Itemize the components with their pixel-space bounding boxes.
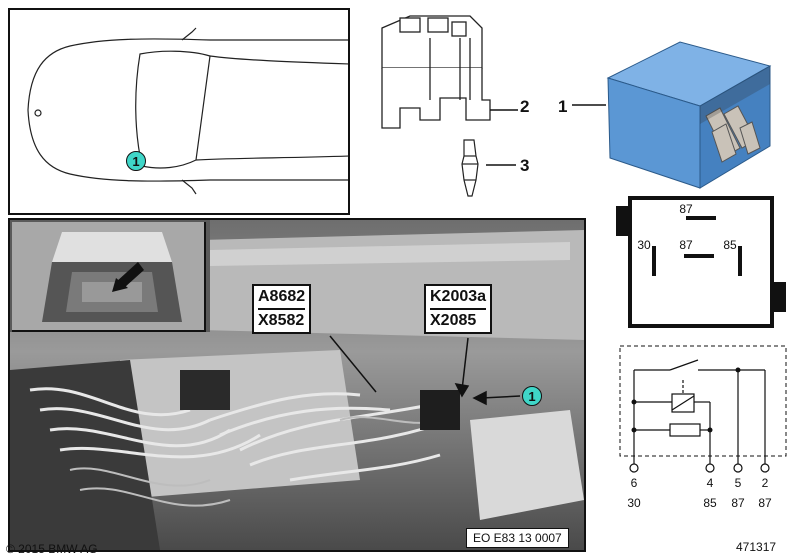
installation-photo: A8682 X8582 K2003a X2085 1 EO E83 13 000… bbox=[8, 218, 586, 552]
pin-layout-frame bbox=[616, 196, 786, 328]
car-location-callout: 1 bbox=[126, 151, 146, 171]
part2-leader-line bbox=[490, 109, 518, 111]
terminal-pin-drawing bbox=[461, 139, 479, 197]
connector-housing-drawing bbox=[381, 15, 491, 129]
photo-leader-lines bbox=[329, 335, 521, 406]
connector-label-k: K2003a X2085 bbox=[424, 284, 493, 334]
schematic-pin-term-3: 87 bbox=[731, 496, 745, 510]
part-number-3: 3 bbox=[520, 156, 530, 175]
pin-label-85: 85 bbox=[723, 238, 737, 252]
engine-bay-inset bbox=[12, 222, 206, 332]
part1-leader-line bbox=[572, 104, 606, 106]
connector-code-x8582: X8582 bbox=[258, 308, 306, 332]
part3-leader-line bbox=[486, 164, 516, 166]
schematic-pin-term-2: 85 bbox=[703, 496, 717, 510]
part-number-1: 1 bbox=[558, 97, 568, 116]
part-number-2: 2 bbox=[520, 97, 530, 116]
relay-pin-layout: 87 30 87 85 bbox=[612, 192, 796, 334]
car-location-panel: 1 bbox=[8, 8, 350, 215]
schematic-pin-term-4: 87 bbox=[758, 496, 772, 510]
schematic-pin-num-3: 5 bbox=[734, 476, 742, 490]
connector-code-x2085: X2085 bbox=[430, 308, 487, 332]
schematic-drawing bbox=[619, 345, 787, 473]
car-outline-drawing bbox=[27, 27, 348, 195]
inset-drawing bbox=[12, 222, 204, 330]
schematic-pin-num-1: 6 bbox=[630, 476, 638, 490]
connector-label-a: A8682 X8582 bbox=[252, 284, 312, 334]
component-code-a8682: A8682 bbox=[258, 288, 306, 305]
photo-relay-callout: 1 bbox=[522, 386, 542, 406]
pin-label-87-top: 87 bbox=[679, 202, 693, 216]
schematic-pin-num-4: 2 bbox=[761, 476, 769, 490]
schematic-pin-term-1: 30 bbox=[627, 496, 641, 510]
blue-relay-drawing bbox=[606, 41, 772, 189]
relay-schematic: 6 30 4 85 5 87 2 87 bbox=[610, 340, 796, 540]
photo-code-box: EO E83 13 0007 bbox=[466, 528, 569, 548]
copyright-text: © 2015 BMW AG bbox=[6, 542, 98, 556]
image-number: 471317 bbox=[736, 540, 777, 554]
relay-code-k2003a: K2003a bbox=[430, 288, 487, 305]
schematic-pin-num-2: 4 bbox=[706, 476, 714, 490]
pin-label-30: 30 bbox=[637, 238, 651, 252]
pin-label-87-middle: 87 bbox=[679, 238, 693, 252]
